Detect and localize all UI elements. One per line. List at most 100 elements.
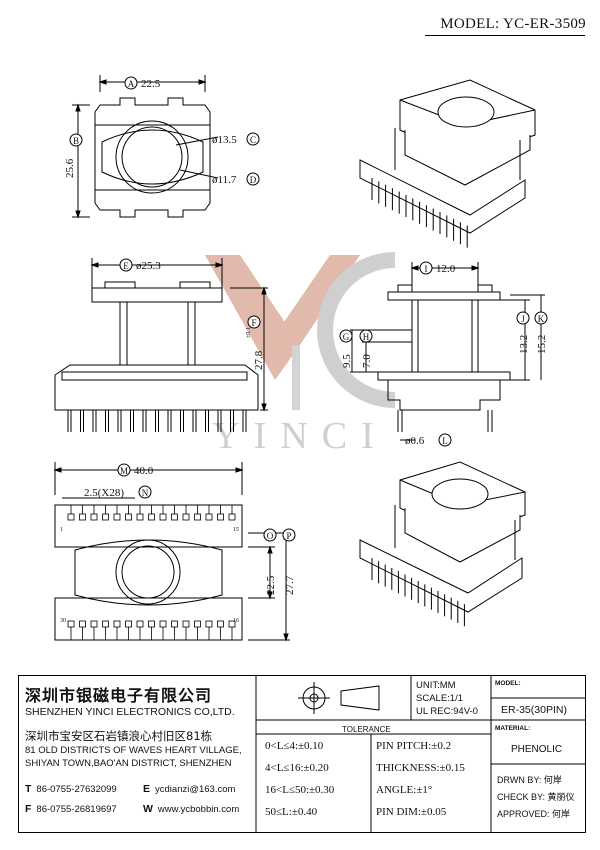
svg-text:K: K (538, 314, 545, 324)
ul-rec: UL REC:94V-0 (416, 706, 478, 717)
bottom-view-pin (194, 620, 201, 628)
bottom-view-pin (90, 620, 98, 628)
svg-text:30: 30 (60, 618, 66, 624)
svg-text:27.8: 27.8 (253, 350, 265, 370)
svg-text:22.5: 22.5 (141, 78, 161, 90)
svg-text:E: E (123, 261, 129, 271)
svg-text:1: 1 (60, 527, 63, 533)
bottom-view-pin (148, 513, 155, 521)
engineering-drawing: YINCI A 22.5 B 25.6 ø13.5 C ø11.7 D (53, 75, 548, 642)
thickness: THICKNESS:±0.15 (376, 762, 465, 774)
svg-text:ø25.3: ø25.3 (136, 260, 161, 272)
svg-text:ø11.7: ø11.7 (212, 174, 237, 186)
tolerance-row-4: 50≤L:±0.40 (265, 806, 318, 818)
bottom-view-pin (171, 620, 178, 628)
svg-text:27.7: 27.7 (284, 575, 296, 595)
svg-text:16: 16 (233, 618, 239, 624)
svg-text:15: 15 (233, 527, 239, 533)
angle: ANGLE:±1° (376, 784, 433, 796)
pin-pitch: PIN PITCH:±0.2 (376, 740, 452, 752)
bottom-view-pin (102, 513, 109, 521)
svg-text:J: J (521, 314, 525, 324)
svg-text:P: P (286, 531, 291, 541)
svg-text:O: O (267, 531, 274, 541)
bottom-view-pin (228, 513, 236, 521)
bottom-view-pin (67, 620, 75, 628)
model-title: MODEL: YC-ER-3509 (440, 16, 586, 32)
bottom-view-pin (90, 513, 98, 521)
scale: SCALE:1/1 (416, 693, 463, 704)
isometric-view-top (359, 79, 536, 234)
bottom-view-pin (217, 620, 224, 628)
bottom-view-pin (113, 513, 121, 521)
top-view-labels: A 22.5 B 25.6 ø13.5 C ø11.7 D (64, 76, 260, 186)
material-label: MATERIAL: (495, 725, 531, 732)
side-view-labels: I 12.0 G 9.5 H 7.0 J 13.2 K 15.2 ø0.6 L (339, 261, 548, 447)
bottom-view-pin (136, 620, 144, 628)
svg-text:B: B (73, 136, 79, 146)
bottom-view-pin (205, 513, 213, 521)
bottom-view-pin (67, 513, 75, 521)
svg-text:40.0: 40.0 (134, 465, 154, 477)
unit: UNIT:MM (416, 680, 456, 691)
tolerance-row-2: 4<L≤16:±0.20 (265, 762, 329, 774)
svg-text:ø13.5: ø13.5 (212, 134, 237, 146)
bottom-view-pin (79, 620, 86, 628)
company-name-en: SHENZHEN YINCI ELECTRONICS CO,LTD. (25, 706, 235, 718)
front-view-pins (67, 410, 247, 432)
address-en: 81 OLD DISTRICTS OF WAVES HEART VILLAGE,… (25, 744, 242, 770)
isometric-view-bottom (359, 461, 526, 613)
side-view (350, 262, 545, 441)
svg-text:L: L (442, 436, 448, 446)
bottom-view-pin (125, 513, 132, 521)
top-view (72, 75, 219, 219)
svg-text:F: F (251, 318, 256, 328)
svg-text:ø0.6: ø0.6 (405, 435, 425, 447)
svg-text:9.5: 9.5 (341, 354, 353, 368)
svg-text:G: G (343, 332, 350, 342)
bottom-view-pin (159, 620, 167, 628)
address-en-line-1: 81 OLD DISTRICTS OF WAVES HEART VILLAGE, (25, 745, 242, 756)
svg-text:25.6: 25.6 (64, 158, 76, 178)
svg-text:15.2: 15.2 (536, 335, 548, 354)
title-block-grid (255, 676, 585, 832)
svg-text:±0.1: ±0.1 (246, 327, 252, 338)
svg-text:13.2: 13.2 (518, 335, 530, 354)
svg-text:D: D (250, 175, 257, 185)
material-value: PHENOLIC (511, 744, 563, 755)
bottom-view-pin (125, 620, 132, 628)
bottom-view-pin (79, 513, 86, 521)
bottom-view (53, 462, 290, 642)
pin-dim: PIN DIM:±0.05 (376, 806, 447, 818)
isometric-view-top-pins (371, 178, 468, 248)
front-view-labels: E ø25.3 F 27.8 ±0.1 (119, 258, 265, 370)
svg-text:I: I (425, 264, 428, 274)
bottom-view-pin (205, 620, 213, 628)
bottom-view-pins (67, 505, 236, 640)
svg-text:C: C (250, 135, 256, 145)
svg-text:N: N (142, 488, 149, 498)
bottom-view-pin (182, 620, 190, 628)
company-name-cn: 深圳市银磁电子有限公司 (25, 686, 213, 705)
bottom-view-pin (159, 513, 167, 521)
drawn-by: DRWN BY: 何岸 (497, 775, 562, 785)
svg-text:M: M (120, 466, 128, 476)
check-by: CHECK BY: 黄丽仪 (497, 792, 575, 802)
bottom-view-labels: M 40.0 2.5(X28) N 1 30 15 16 O 22.5 P 27… (60, 463, 296, 624)
svg-text:2.5(X28): 2.5(X28) (84, 487, 124, 499)
watermark-text: YINCI (212, 415, 388, 457)
address-cn: 深圳市宝安区石岩镇浪心村旧区81栋 (25, 729, 213, 743)
tolerance-row-1: 0<L≤4:±0.10 (265, 740, 324, 752)
isometric-view-bottom-pins (371, 558, 465, 627)
svg-text:A: A (128, 79, 135, 89)
model-label: MODEL: (495, 680, 521, 687)
bottom-view-pin (136, 513, 144, 521)
svg-text:22.5: 22.5 (265, 575, 277, 595)
bottom-view-pin (194, 513, 201, 521)
svg-text:H: H (363, 332, 370, 342)
bottom-view-pin (171, 513, 178, 521)
address-en-line-2: SHIYAN TOWN,BAO'AN DISTRICT, SHENZHEN (25, 758, 232, 769)
bottom-view-pin (182, 513, 190, 521)
